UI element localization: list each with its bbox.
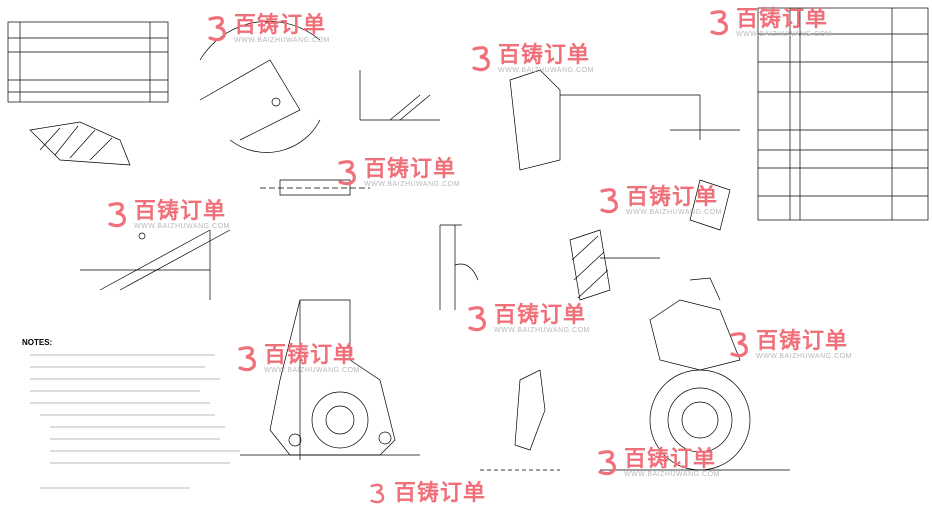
arc-detail-view	[199, 20, 321, 153]
gearbox-front-view	[240, 299, 420, 460]
linkage-detail-view	[80, 229, 231, 300]
center-dimension-view	[260, 70, 440, 196]
hatched-part-view	[569, 229, 660, 301]
parts-list-table	[757, 7, 929, 221]
vertical-section-view	[439, 224, 479, 310]
gearbox-side-view	[480, 277, 790, 471]
bracket-assembly-view	[509, 69, 740, 231]
hatched-section-view	[29, 121, 131, 166]
revision-table	[7, 21, 169, 103]
line-work	[7, 7, 929, 489]
notes-text-lines	[30, 354, 240, 489]
notes-label: NOTES:	[22, 338, 53, 347]
